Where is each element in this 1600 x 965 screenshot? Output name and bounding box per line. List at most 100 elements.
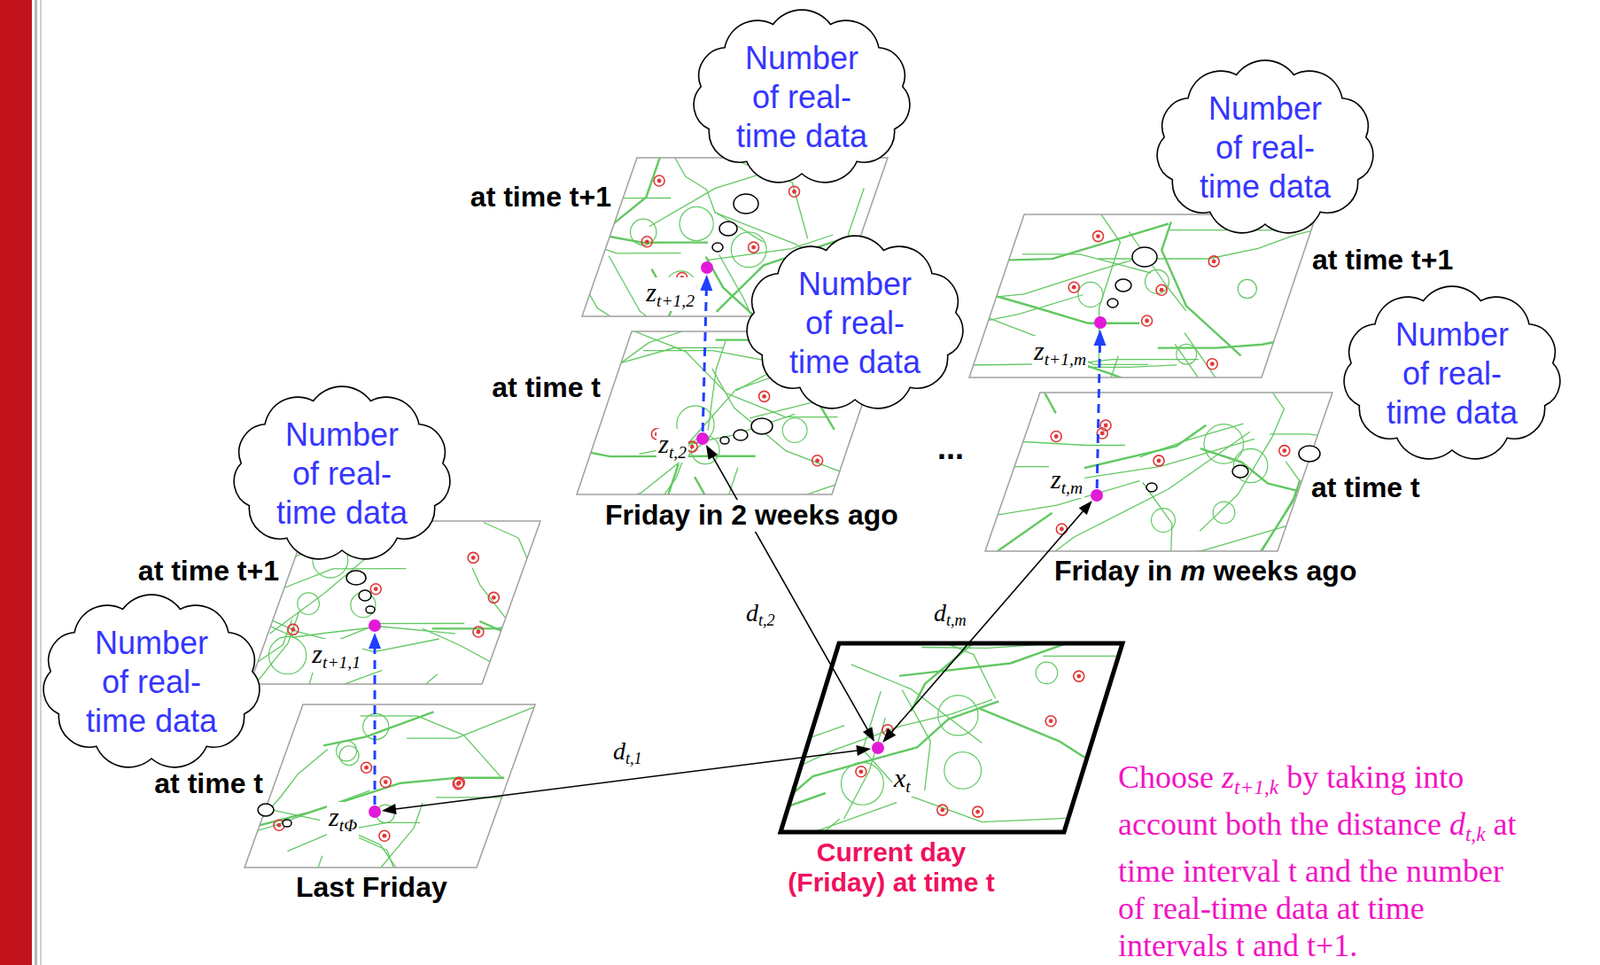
map-marker: [1281, 448, 1287, 453]
thought-bubble: [282, 819, 292, 827]
data-point: zt,m: [1090, 489, 1103, 502]
cloud-text: Number of real-time data: [1382, 315, 1522, 433]
thought-bubble: [1107, 298, 1119, 308]
map-marker: [373, 586, 379, 591]
data-point: zt+1,1: [368, 619, 381, 632]
map-marker: [1056, 523, 1067, 535]
map-marker: [1045, 715, 1057, 727]
map-marker: [1048, 718, 1054, 723]
map-marker: [383, 779, 389, 785]
map-marker: [488, 591, 499, 603]
thought-bubble: [733, 194, 759, 214]
cloud-text: Number of real-time data: [272, 415, 412, 533]
map-road: [323, 711, 434, 746]
plane-label: Last Friday: [293, 871, 451, 903]
map-marker: [937, 804, 948, 816]
time-step-arrow: [1094, 329, 1107, 489]
cloud-text: Number of real-time data: [1196, 89, 1335, 207]
distance-arrow: [706, 444, 875, 742]
map-ring-road: [840, 761, 884, 805]
map-road: [945, 295, 1084, 330]
map-road: [756, 700, 999, 824]
thought-bubble: [1232, 465, 1249, 478]
map-marker: [277, 823, 282, 828]
map-road: [483, 522, 630, 663]
map-road: [1022, 254, 1151, 273]
map-marker: [812, 455, 824, 467]
map-marker: [467, 551, 479, 563]
map-marker: [1093, 231, 1104, 242]
map-ring-road: [1035, 661, 1058, 684]
point-label: zt+1,1: [310, 638, 363, 673]
point-label: zt+1,2: [644, 277, 697, 311]
map-road: [750, 699, 993, 788]
map-marker: [792, 189, 797, 195]
time-step-arrow: [368, 632, 381, 805]
plane-label: Friday in m weeks ago: [1051, 555, 1360, 587]
cloud-text: Number of real-time data: [82, 623, 221, 741]
map-road: [1064, 425, 1207, 474]
map-ring-road: [679, 206, 714, 241]
thought-cloud: Number of real-time data: [683, 5, 920, 190]
map-plane: at time t+1zt+1,m: [969, 214, 1317, 378]
map-road: [472, 567, 521, 637]
map-marker: [453, 776, 465, 788]
connector-line: [702, 287, 707, 432]
map-ring-road: [1234, 448, 1268, 482]
map-marker: [1068, 281, 1080, 293]
map-road: [869, 466, 1060, 488]
arrowhead: [368, 632, 381, 649]
connector-line: [373, 645, 377, 805]
italic-letter: z: [658, 428, 669, 459]
map-road: [406, 706, 639, 740]
map-marker: [1076, 674, 1081, 679]
map-marker: [457, 780, 462, 785]
map-marker: [657, 178, 662, 184]
map-road: [1042, 594, 1323, 657]
plane-label: at time t+1: [135, 555, 282, 587]
note-text: Choose zt+1,k by taking into account bot…: [1118, 758, 1526, 964]
thought-bubble: [358, 590, 372, 601]
arrowhead: [855, 745, 871, 756]
arrowhead: [706, 444, 718, 460]
map-plane-border: [969, 214, 1317, 378]
subscript: t: [905, 776, 910, 796]
thought-cloud: Number of real-time data: [224, 381, 460, 567]
thought-cloud: Number of real-time data: [1147, 55, 1383, 241]
map-marker: [1095, 233, 1101, 239]
map-road: [899, 631, 1099, 676]
subscript: t+1,k: [1234, 775, 1279, 799]
time-step-arrow: [699, 274, 713, 432]
day-caption: Current day (Friday) at time t: [775, 837, 1008, 897]
map-marker: [380, 776, 391, 788]
map-marker: [1103, 423, 1109, 428]
map-plane-border: [780, 643, 1123, 832]
italic-letter: z: [645, 277, 657, 307]
map-marker: [855, 766, 867, 777]
map-road: [862, 691, 1066, 822]
map-road: [923, 224, 1169, 265]
map-marker: [1279, 445, 1290, 457]
thought-bubble: [1146, 482, 1158, 492]
point-label: zt+1,m: [1032, 335, 1088, 370]
map-marker: [370, 583, 381, 595]
map-marker: [1206, 358, 1218, 370]
map-ring-road: [1212, 501, 1235, 524]
subscript: t,k: [1465, 822, 1486, 846]
map-road: [226, 777, 505, 834]
data-point: xt: [871, 741, 885, 754]
data-point: zt,2: [696, 432, 709, 445]
map-marker: [761, 394, 767, 399]
map-marker: [1096, 427, 1108, 439]
side-bar: [0, 0, 32, 965]
map-road: [432, 578, 600, 630]
plane-label: at time t: [489, 372, 604, 404]
thought-bubble: [719, 221, 738, 236]
map-ring-road: [730, 232, 767, 268]
map-road: [937, 481, 1140, 526]
map-ground: [969, 214, 1317, 378]
map-marker: [273, 819, 285, 831]
map-marker: [1210, 361, 1215, 366]
map-ring-road: [938, 695, 979, 736]
map-plane: at time tFriday in m weeks agozt,m: [985, 392, 1333, 552]
